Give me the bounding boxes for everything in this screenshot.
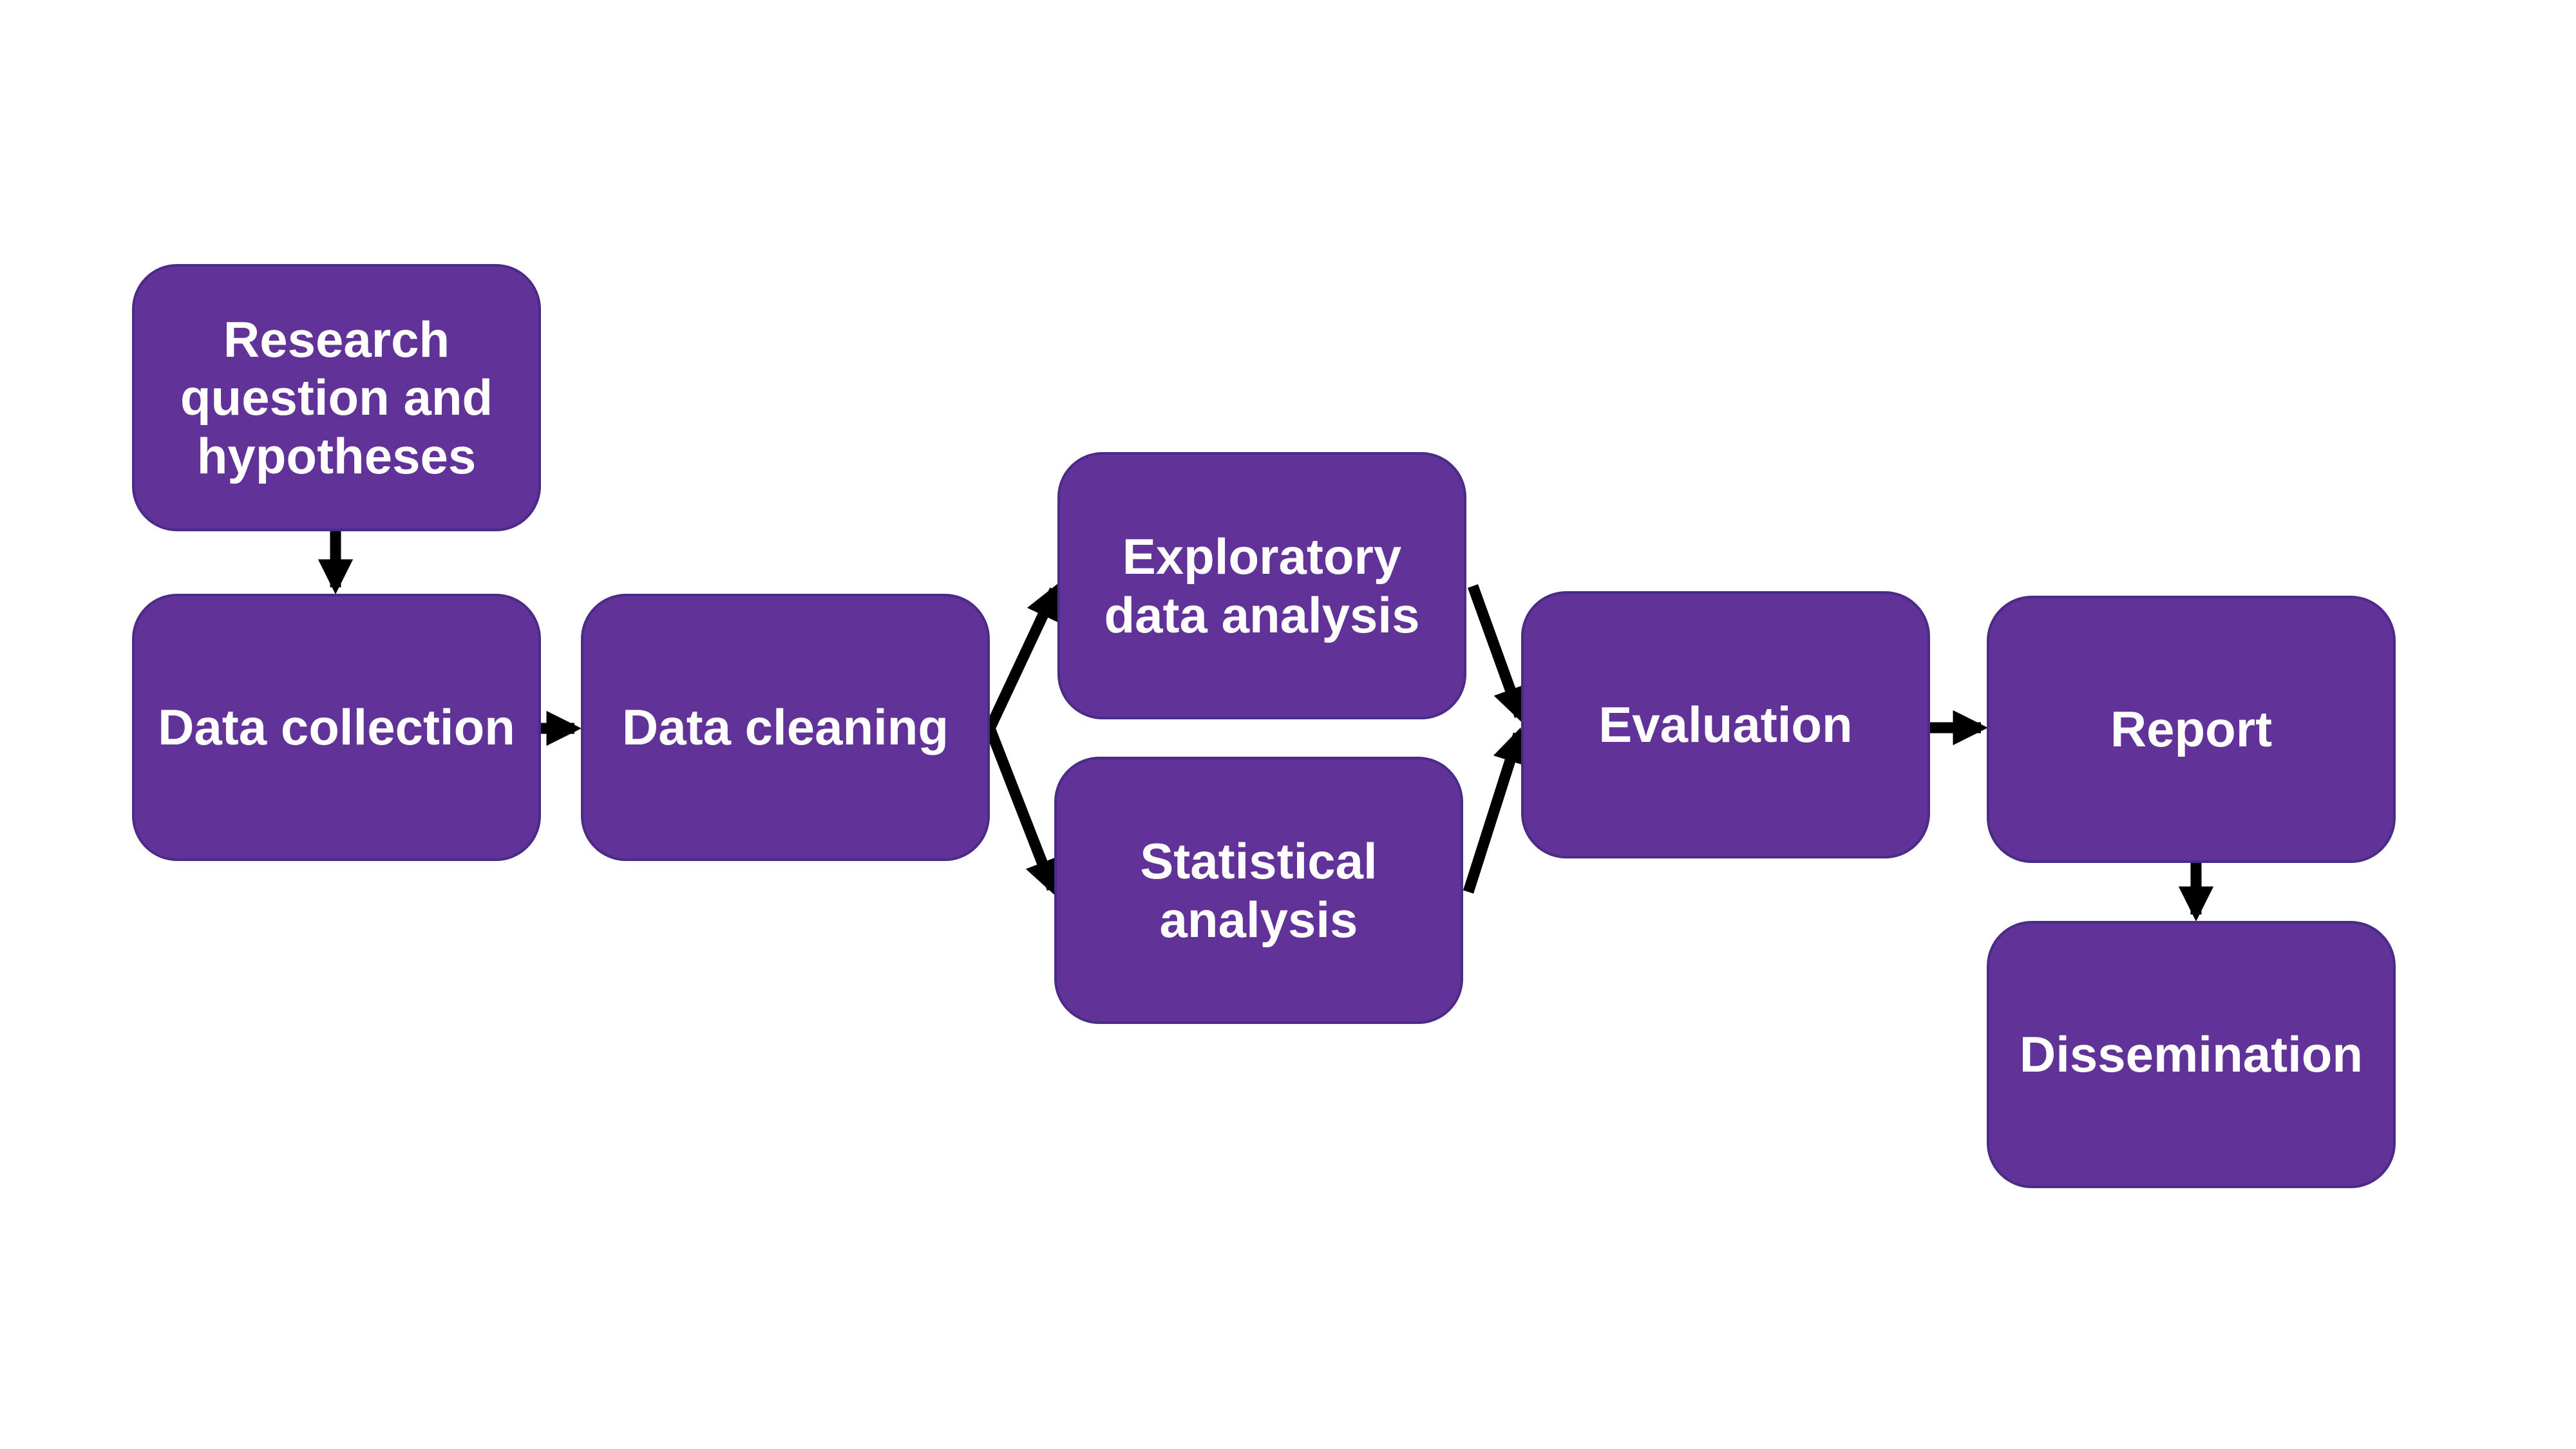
arrow-cleaning-to-exploratory: [985, 583, 1060, 731]
dissemination-box: Dissemination: [1987, 921, 2396, 1188]
evaluation-label: Evaluation: [1598, 696, 1853, 753]
arrow-statistical-to-evaluation: [1463, 727, 1527, 894]
data-collection-box: Data collection: [132, 594, 541, 861]
dissemination-label: Dissemination: [2019, 1026, 2363, 1083]
exploratory-analysis-label: Exploratory data analysis: [1104, 528, 1420, 643]
report-box: Report: [1987, 596, 2396, 863]
statistical-analysis-box: Statistical analysis: [1054, 757, 1463, 1024]
arrow-exploratory-to-evaluation: [1468, 584, 1527, 723]
data-cleaning-box: Data cleaning: [581, 594, 990, 861]
exploratory-analysis-box: Exploratory data analysis: [1057, 452, 1466, 719]
arrow-cleaning-to-statistical: [985, 726, 1059, 896]
statistical-analysis-label: Statistical analysis: [1140, 833, 1378, 948]
research-question-label: Research question and hypotheses: [180, 310, 493, 484]
data-cleaning-label: Data cleaning: [621, 699, 949, 756]
report-label: Report: [2110, 701, 2273, 758]
evaluation-box: Evaluation: [1521, 591, 1930, 858]
research-question-box: Research question and hypotheses: [132, 264, 541, 531]
data-collection-label: Data collection: [158, 699, 515, 756]
